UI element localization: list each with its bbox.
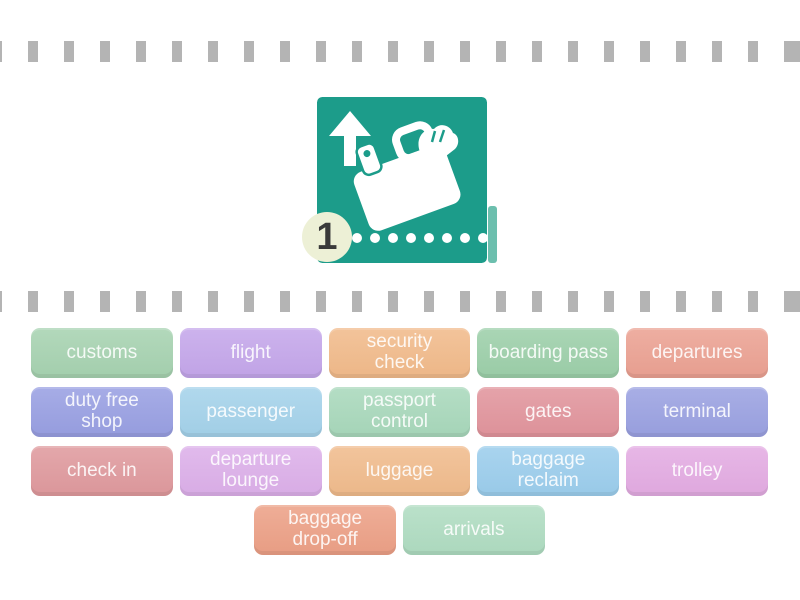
tile-check-in[interactable]: check in	[31, 446, 173, 496]
tile-luggage[interactable]: luggage	[328, 446, 471, 496]
tile-baggage-reclaim[interactable]: baggage reclaim	[477, 446, 620, 496]
perforation-top	[0, 41, 800, 62]
tile-terminal[interactable]: terminal	[626, 387, 768, 437]
tile-passenger[interactable]: passenger	[179, 387, 322, 437]
up-arrow-icon	[329, 111, 371, 166]
hand-icon	[418, 125, 459, 164]
answer-board: customs flight security check boarding p…	[31, 328, 768, 555]
sign-edge-strip	[488, 206, 497, 263]
question-image	[317, 97, 487, 263]
question-number-badge: 1	[302, 212, 352, 262]
question-number: 1	[316, 216, 338, 258]
perforation-middle	[0, 291, 800, 312]
suitcase-icon	[353, 121, 461, 231]
tile-customs[interactable]: customs	[31, 328, 173, 378]
tile-security-check[interactable]: security check	[328, 328, 471, 378]
tile-arrivals[interactable]: arrivals	[403, 505, 545, 555]
tile-passport-control[interactable]: passport control	[328, 387, 471, 437]
tile-duty-free-shop[interactable]: duty free shop	[31, 387, 173, 437]
tile-departure-lounge[interactable]: departure lounge	[179, 446, 322, 496]
tile-trolley[interactable]: trolley	[626, 446, 768, 496]
tile-baggage-drop-off[interactable]: baggage drop-off	[254, 505, 396, 555]
tile-flight[interactable]: flight	[179, 328, 322, 378]
tile-gates[interactable]: gates	[477, 387, 620, 437]
answer-row-3: check in departure lounge luggage baggag…	[31, 446, 768, 496]
conveyor-dots-icon	[352, 233, 487, 243]
answer-row-2: duty free shop passenger passport contro…	[31, 387, 768, 437]
answer-row-1: customs flight security check boarding p…	[31, 328, 768, 378]
answer-row-4: baggage drop-off arrivals	[31, 505, 768, 555]
tile-departures[interactable]: departures	[626, 328, 768, 378]
tile-boarding-pass[interactable]: boarding pass	[477, 328, 620, 378]
